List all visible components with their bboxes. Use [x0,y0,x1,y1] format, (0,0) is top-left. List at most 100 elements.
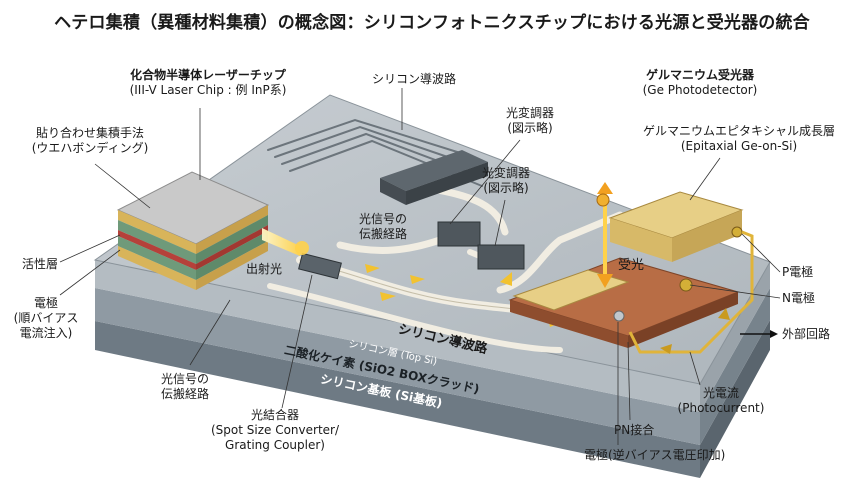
modulator-block-1-side [406,162,488,205]
photon-dot [596,193,610,207]
modulator-2-label: 光変調器 (図示略) [466,166,546,196]
electrode-line-3: 電流注入) [19,326,73,340]
ge-photodetector [508,191,744,348]
leader-electrode [59,249,121,296]
light-spot [295,241,309,255]
pd-copper-front [510,300,628,348]
modulator-2-subtitle: (図示略) [483,181,529,195]
pn-junction-label: PN接合 [614,423,655,437]
waveguide-front [267,283,563,353]
bonding-title: 貼り合わせ集積手法 [35,126,144,140]
laser-front-green [118,220,196,264]
coupler-label: 光結合器 (Spot Size Converter/ Grating Coupl… [180,408,370,453]
leader-mod2 [494,199,506,247]
electrode-line-1: 電極 [33,296,58,310]
laser-right-gold [196,205,268,254]
current-arrow-2 [660,344,672,354]
external-circuit-arrow [740,330,778,338]
received-light [596,182,613,288]
laser-front-gold [118,210,196,254]
laser-right-green [196,215,268,264]
signal-arrow-3 [380,292,396,301]
substrate-right [700,320,770,478]
ge-epi-title: ゲルマニウムエピタキシャル成長層 [642,124,835,138]
prop-path-top-1: 光信号の [358,212,407,226]
diagram-title: ヘテロ集積（異種材料集積）の概念図：シリコンフォトニクスチップにおける光源と受光… [54,13,810,33]
laser-chip [116,171,270,290]
modulator-block-2 [437,221,481,247]
bonding-label: 貼り合わせ集積手法 (ウエハボンディング) [10,126,170,156]
modulators [298,150,525,280]
ge-epi-label: ゲルマニウムエピタキシャル成長層 (Epitaxial Ge-on-Si) [626,124,852,154]
modulator-1-subtitle: (図示略) [507,121,553,135]
laser-chip-label: 化合物半導体レーザーチップ (III-V Laser Chip : 例 InP系… [108,68,308,98]
laser-right-red [196,225,268,270]
prop-path-bottom-label: 光信号の 伝搬経路 [150,372,220,402]
light-beam [262,228,300,256]
leader-photocurrent [689,351,701,386]
electrode-label: 電極 (順バイアス 電流注入) [6,296,86,341]
ge-pd-title: ゲルマニウム受光器 [645,68,754,82]
ge-pd-subtitle: (Ge Photodetector) [642,83,758,97]
prop-path-top-2: 伝搬経路 [358,227,407,241]
laser-chip-title: 化合物半導体レーザーチップ [130,68,286,82]
box-right [700,288,770,445]
box-front [95,288,700,445]
p-electrode-contact [731,226,743,238]
light-receive-arrowhead [597,274,613,288]
modulator-2-title: 光変調器 [481,166,530,180]
n-electrode-label: N電極 [782,291,815,305]
waveguide-to-pd [496,211,624,294]
prop-path-bottom-1: 光信号の [160,372,209,386]
external-circuit-label: 外部回路 [782,327,831,341]
photocurrent-subtitle: (Photocurrent) [677,401,765,415]
external-circuit [628,230,754,354]
modulator-1-label: 光変調器 (図示略) [490,106,570,136]
photocurrent-label: 光電流 (Photocurrent) [666,386,776,416]
light-receive-label: 受光 [618,258,645,273]
pd-electrode-label: 電極(逆バイアス電圧印加) [584,448,726,462]
waveguide-bundle-1 [267,118,471,157]
substrate-front [95,321,700,478]
pd-electrode-contact [613,310,625,322]
circuit-wire [628,230,754,354]
leader-active [59,234,121,263]
leader-lines [59,88,781,445]
modulator-1-title: 光変調器 [505,106,554,120]
ge-epi-front [610,218,672,262]
leader-bonding [94,163,151,209]
laser-right-gold2 [196,241,268,290]
top-si-front [95,260,700,412]
prop-path-bottom-2: 伝搬経路 [160,387,209,401]
waveguide-drop [434,186,509,236]
leader-p [741,233,781,273]
light-receive-arrowtop [597,182,613,194]
waveguide-bundle-2 [274,125,475,167]
leader-coupler [281,274,313,409]
coupler-title: 光結合器 [250,408,299,422]
laser-chip-subtitle: (III-V Laser Chip : 例 InP系) [129,83,287,97]
coupler-subtitle-2: Grating Coupler) [225,438,325,452]
emitted-light-label: 出射光 [246,262,283,276]
coupler-subtitle-1: (Spot Size Converter/ [210,423,340,437]
ge-pd-label: ゲルマニウム受光器 (Ge Photodetector) [620,68,780,98]
waveguide-upper [336,224,474,254]
current-arrows [660,308,730,354]
signal-arrow-2 [410,275,425,284]
coupler-block [298,252,342,280]
signal-arrow-4 [500,272,512,286]
laser-front-green2 [118,236,196,280]
modulator-block-1 [380,150,488,191]
ge-epi-subtitle: (Epitaxial Ge-on-Si) [680,139,798,153]
photocurrent-title: 光電流 [702,386,739,400]
ge-epi-side [672,210,742,262]
pd-gold-pad [512,269,630,311]
modulator-block-1-front [380,178,406,205]
laser-front-gold2 [118,246,196,290]
modulator-block-3 [477,244,525,270]
leader-mod1 [449,139,521,225]
pd-copper-side [628,292,738,348]
si-waveguide-top-label: シリコン導波路 [372,72,457,86]
current-arrow-1 [718,308,730,320]
